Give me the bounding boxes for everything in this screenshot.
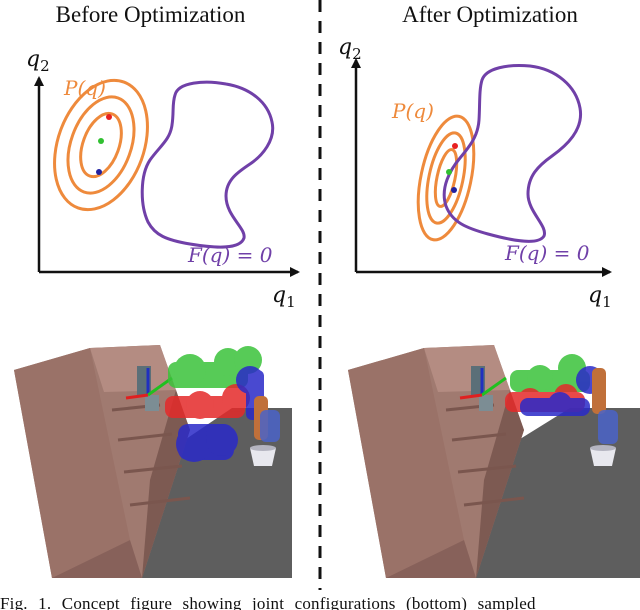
right-y-axis-label: q2 <box>338 35 362 63</box>
left-panel-title: Before Optimization <box>55 2 246 27</box>
left-constraint-label: F(q) = 0 <box>187 243 273 267</box>
right-panel-title: After Optimization <box>402 2 578 27</box>
right-constraint-label: F(q) = 0 <box>504 241 590 265</box>
left-x-axis-label: q1 <box>272 283 296 311</box>
figure-caption: Fig. 1. Concept figure showing joint con… <box>0 594 536 610</box>
left-distribution-contours <box>53 78 149 212</box>
left-distribution-label: P(q) <box>63 76 106 100</box>
right-robot-scene <box>348 345 640 578</box>
left-plot: q2 q1 P(q) F(q) = 0 <box>26 47 300 311</box>
left-sample-blue <box>96 169 102 175</box>
right-sample-green <box>446 169 452 175</box>
right-sample-red <box>452 143 458 149</box>
left-sample-green <box>98 138 104 144</box>
left-constraint-manifold <box>140 80 275 249</box>
right-x-axis-label: q1 <box>588 283 612 311</box>
right-sample-blue <box>451 187 457 193</box>
left-sample-red <box>106 114 112 120</box>
right-distribution-label: P(q) <box>391 99 434 123</box>
right-distribution-contours <box>416 114 476 242</box>
right-plot: q2 q1 P(q) F(q) = 0 <box>338 35 612 311</box>
right-constraint-manifold <box>442 64 583 243</box>
left-robot-scene <box>14 345 292 578</box>
left-y-axis-label: q2 <box>26 47 50 75</box>
